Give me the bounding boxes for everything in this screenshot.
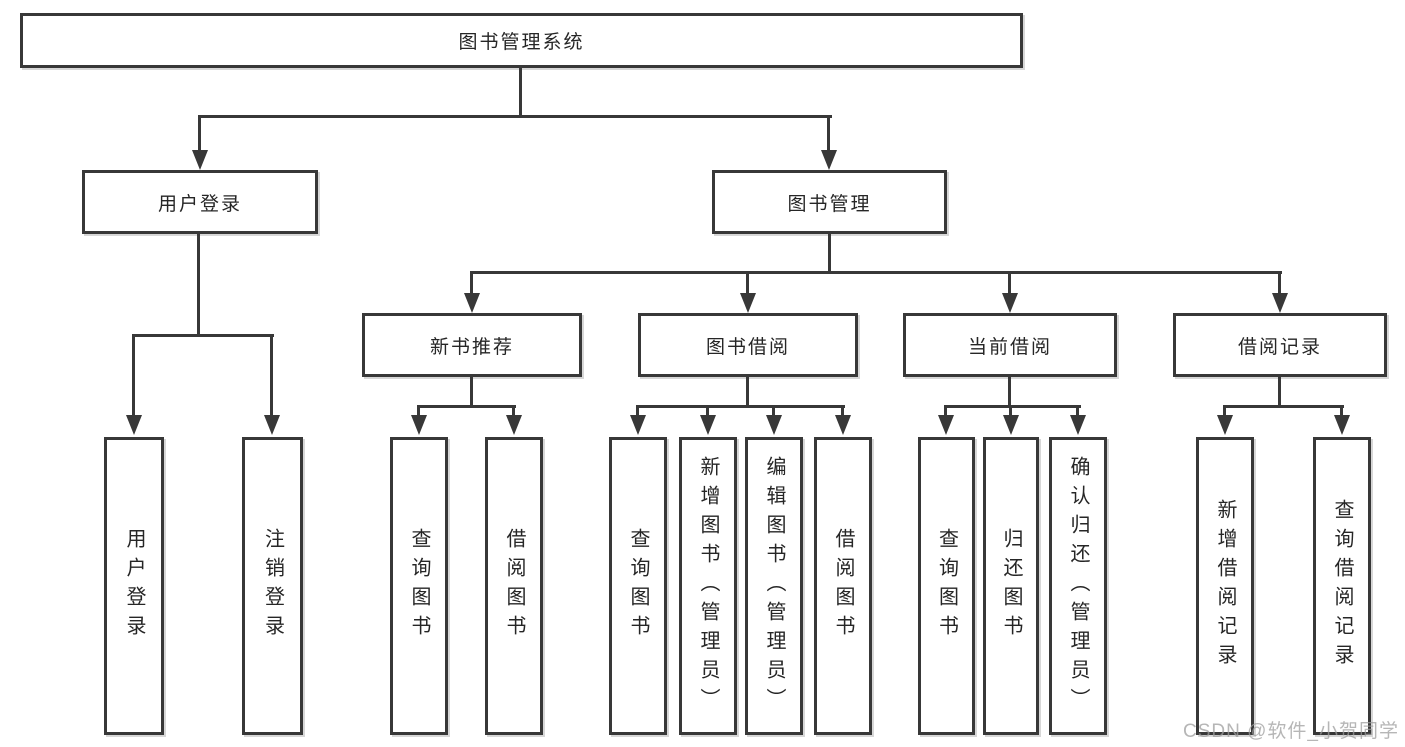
node-label: 借阅图书: [503, 528, 525, 644]
edge-bookmgmt-vline: [828, 234, 831, 274]
node-label: 归还图书: [1000, 528, 1022, 644]
edge-currentborrow-vline: [1008, 377, 1011, 408]
node-label: 用户登录: [123, 528, 145, 644]
edge-borrowrecords-vline: [1278, 377, 1281, 408]
edge-borrowrecords-drop2: [1340, 405, 1343, 418]
arrowhead-icon: [126, 415, 142, 435]
node-current-borrow: 当前借阅: [903, 313, 1117, 377]
edge-bookmgmt-drop2: [746, 271, 749, 297]
edge-root-userlogin-vline: [198, 115, 201, 155]
edge-currentborrow-drop3: [1076, 405, 1079, 418]
leaf-newbook-query: 查询图书: [390, 437, 448, 735]
edge-currentborrow-drop1: [944, 405, 947, 418]
node-label: 借阅记录: [1237, 336, 1322, 358]
leaf-borrow-borrow: 借阅图书: [814, 437, 872, 735]
edge-newbookrec-hline: [417, 405, 516, 408]
edge-bookborrow-drop3: [772, 405, 775, 418]
leaf-newbook-borrow: 借阅图书: [485, 437, 543, 735]
edge-userlogin-leaf2-vline: [270, 334, 273, 417]
leaf-borrow-add: 新增图书（管理员）: [679, 437, 737, 735]
node-label: 图书管理: [787, 193, 872, 215]
node-label: 查询图书: [935, 528, 958, 644]
edge-bookborrow-vline: [746, 377, 749, 408]
arrowhead-icon: [1334, 415, 1350, 435]
leaf-current-confirm: 确认归还（管理员）: [1049, 437, 1107, 735]
leaf-current-return: 归还图书: [983, 437, 1039, 735]
node-label: 查询借阅记录: [1331, 499, 1353, 673]
node-label: 新增图书（管理员）: [697, 455, 719, 717]
arrowhead-icon: [700, 415, 716, 435]
arrowhead-icon: [1002, 293, 1018, 313]
leaf-logout: 注销登录: [242, 437, 303, 735]
edge-bookborrow-drop2: [706, 405, 709, 418]
arrowhead-icon: [506, 415, 522, 435]
leaf-borrow-query: 查询图书: [609, 437, 667, 735]
node-label: 查询图书: [408, 528, 430, 644]
arrowhead-icon: [1070, 415, 1086, 435]
edge-bookmgmt-drop1: [470, 271, 473, 297]
node-new-book-rec: 新书推荐: [362, 313, 582, 377]
node-root: 图书管理系统: [20, 13, 1023, 68]
node-book-mgmt: 图书管理: [712, 170, 947, 234]
node-label: 注销登录: [261, 528, 284, 644]
edge-root-hline: [198, 115, 832, 118]
node-label: 编辑图书（管理员）: [763, 455, 785, 717]
edge-bookmgmt-hline: [470, 271, 1282, 274]
node-borrow-records: 借阅记录: [1173, 313, 1387, 377]
edge-newbookrec-vline: [470, 377, 473, 408]
arrowhead-icon: [740, 293, 756, 313]
arrowhead-icon: [821, 150, 837, 170]
node-user-login: 用户登录: [82, 170, 318, 234]
edge-bookborrow-drop1: [636, 405, 639, 418]
node-label: 借阅图书: [832, 528, 854, 644]
arrowhead-icon: [1217, 415, 1233, 435]
edge-currentborrow-hline: [944, 405, 1081, 408]
node-label: 当前借阅: [967, 336, 1052, 358]
arrowhead-icon: [1272, 293, 1288, 313]
watermark: CSDN @软件_小贺同学: [1183, 721, 1399, 742]
node-label: 新增借阅记录: [1214, 499, 1236, 673]
arrowhead-icon: [192, 150, 208, 170]
leaf-user-login: 用户登录: [104, 437, 164, 735]
edge-newbookrec-drop1: [417, 405, 420, 418]
arrowhead-icon: [1003, 415, 1019, 435]
edge-bookmgmt-drop4: [1278, 271, 1281, 297]
edge-newbookrec-drop2: [512, 405, 515, 418]
edge-currentborrow-drop2: [1009, 405, 1012, 418]
arrowhead-icon: [264, 415, 280, 435]
edge-userlogin-vline: [197, 234, 200, 337]
arrowhead-icon: [630, 415, 646, 435]
edge-borrowrecords-drop1: [1223, 405, 1226, 418]
edge-userlogin-leaf1-vline: [132, 334, 135, 417]
node-label: 图书借阅: [705, 336, 790, 358]
edge-bookborrow-hline: [636, 405, 845, 408]
leaf-records-query: 查询借阅记录: [1313, 437, 1371, 735]
leaf-current-query: 查询图书: [918, 437, 975, 735]
leaf-records-add: 新增借阅记录: [1196, 437, 1254, 735]
node-label: 用户登录: [157, 193, 242, 215]
arrowhead-icon: [938, 415, 954, 435]
edge-userlogin-hline: [132, 334, 274, 337]
edge-borrowrecords-hline: [1223, 405, 1344, 408]
edge-bookborrow-drop4: [841, 405, 844, 418]
arrowhead-icon: [835, 415, 851, 435]
node-label: 图书管理系统: [458, 32, 585, 53]
edge-root-bookmgmt-vline: [827, 115, 830, 155]
arrowhead-icon: [411, 415, 427, 435]
node-label: 查询图书: [627, 528, 649, 644]
arrowhead-icon: [766, 415, 782, 435]
edge-bookmgmt-drop3: [1008, 271, 1011, 297]
node-label: 确认归还（管理员）: [1067, 455, 1089, 717]
node-label: 新书推荐: [429, 336, 514, 358]
leaf-borrow-edit: 编辑图书（管理员）: [745, 437, 803, 735]
edge-root-vline: [519, 68, 522, 118]
arrowhead-icon: [464, 293, 480, 313]
node-book-borrow: 图书借阅: [638, 313, 858, 377]
